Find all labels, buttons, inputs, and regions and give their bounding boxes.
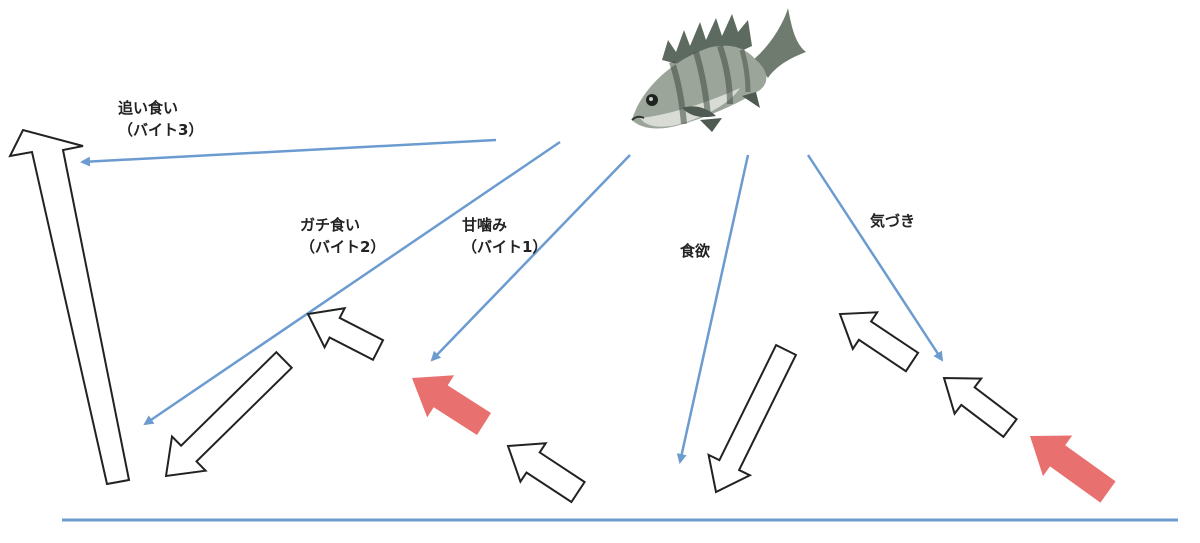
arrow-down-left-1 bbox=[164, 350, 294, 478]
label-shokuyoku-line1: 食欲 bbox=[680, 242, 711, 260]
label-gachigui-line2: （バイト2） bbox=[300, 238, 386, 256]
label-amagami-line1: 甘噛み bbox=[462, 216, 508, 234]
line-gachigui bbox=[143, 140, 561, 426]
label-kizuki-line1: 気づき bbox=[870, 212, 916, 230]
label-shokuyoku: 食欲 bbox=[680, 240, 710, 262]
arrow-up-left-2 bbox=[506, 442, 586, 504]
label-oigui: 追い食い （バイト3） bbox=[118, 97, 203, 141]
line-kizuki bbox=[806, 154, 944, 362]
black-sea-bream-icon bbox=[631, 8, 806, 132]
label-kizuki: 気づき bbox=[870, 210, 915, 232]
arrow-up-left-3 bbox=[838, 311, 920, 373]
line-amagami bbox=[430, 154, 631, 362]
label-amagami-line2: （バイト1） bbox=[462, 238, 548, 256]
tall-outline-arrow bbox=[8, 128, 131, 486]
label-gachigui: ガチ食い （バイト2） bbox=[300, 214, 385, 258]
label-amagami: 甘噛み （バイト1） bbox=[462, 214, 547, 258]
label-gachigui-line1: ガチ食い bbox=[300, 216, 361, 234]
line-oigui bbox=[80, 138, 497, 167]
arrow-highlight-1 bbox=[412, 375, 491, 435]
label-oigui-line1: 追い食い bbox=[118, 99, 179, 117]
line-shokuyoku bbox=[676, 154, 750, 464]
label-oigui-line2: （バイト3） bbox=[118, 121, 204, 139]
arrow-up-left-4 bbox=[942, 376, 1018, 439]
arrow-down-left-2 bbox=[707, 343, 798, 494]
arrow-up-left-1 bbox=[306, 306, 385, 362]
arrow-highlight-2 bbox=[1030, 435, 1116, 503]
